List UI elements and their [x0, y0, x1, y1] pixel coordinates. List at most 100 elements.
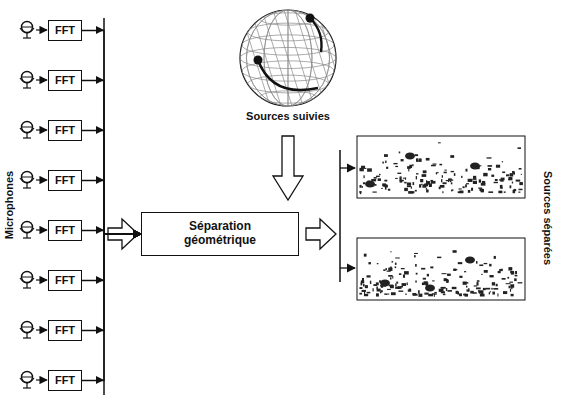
spectrogram-speck [439, 187, 441, 190]
signal-connector [82, 234, 141, 281]
spectrogram-speck [431, 165, 436, 166]
spectrogram-speck [362, 290, 366, 292]
spectrogram-speck [481, 292, 483, 294]
spectrogram-speck [402, 283, 407, 286]
microphone-icon [20, 22, 34, 39]
spectrogram-speck [395, 166, 398, 167]
spectrogram-speck [471, 188, 473, 191]
spectrogram-speck [438, 142, 441, 143]
spectrogram-speck [383, 269, 385, 271]
spectrogram-speck [402, 284, 405, 286]
spectrogram-speck [512, 182, 513, 184]
spectrogram-speck [376, 287, 378, 290]
spectrogram-speck [510, 289, 511, 292]
spectrogram-speck [510, 185, 512, 188]
microphone-icon [20, 372, 34, 389]
spectrogram-speck [519, 182, 523, 185]
axis-label: Microphones [3, 170, 15, 240]
spectrogram-speck [413, 294, 418, 296]
microphone-icon [20, 322, 34, 339]
signal-connector [82, 181, 141, 235]
spectrogram-speck [419, 158, 422, 161]
spectrogram-speck [508, 177, 512, 180]
spectrogram-speck [510, 284, 514, 287]
spectrogram-speck [490, 291, 491, 292]
spectrogram-speck [387, 271, 391, 272]
spectrogram-speck [367, 168, 372, 171]
spectrogram-speck [391, 292, 396, 295]
spectrogram-speck [395, 178, 398, 179]
spectrogram-speck [380, 290, 382, 292]
spectrogram-speck [463, 282, 467, 285]
spectrogram-speck [426, 181, 430, 184]
spectrogram-speck [407, 182, 411, 185]
spectrogram-speck [390, 285, 394, 288]
spectrogram-speck [392, 261, 394, 262]
spectrogram-speck [416, 158, 418, 161]
fft-box: FFT [48, 120, 82, 141]
spectrogram-speck [395, 266, 396, 268]
spectrogram-speck [395, 283, 396, 286]
spectrogram-speck [476, 287, 481, 289]
fft-box: FFT [48, 320, 82, 341]
spectrogram-speck [363, 175, 364, 178]
spectrogram-speck [463, 294, 466, 296]
spectrogram-speck [408, 169, 409, 172]
spectrogram-speck [509, 282, 513, 283]
spectrogram-speck [491, 175, 494, 177]
spectrogram-speck [427, 274, 429, 277]
spectrogram-speck [464, 271, 466, 272]
spectrogram-speck [423, 170, 427, 173]
signal-connector [82, 234, 141, 381]
spectrogram-speck [365, 168, 366, 169]
spectrogram-speck [426, 188, 427, 190]
box-label: FFT [55, 124, 75, 137]
microphone-icon [20, 172, 34, 189]
fft-box: FFT [48, 270, 82, 291]
mic-arrow [36, 129, 47, 130]
spectrogram-speck [514, 278, 516, 281]
spectrogram-speck [499, 269, 502, 271]
hollow-arrow [273, 136, 303, 200]
spectrogram-speck [364, 294, 368, 296]
spectrogram-speck [439, 289, 444, 292]
spectrogram-speck [361, 166, 365, 169]
spectrogram-speck [501, 269, 502, 271]
spectrogram-speck [416, 173, 418, 174]
signal-connector [82, 31, 141, 235]
spectrogram-speck [453, 250, 457, 253]
spectrogram-speck [500, 185, 502, 188]
spectrogram-speck [447, 290, 452, 292]
spectrogram-speck [419, 184, 421, 187]
spectrogram-speck [393, 163, 397, 164]
spectrogram-speck [480, 294, 485, 297]
spectrogram-speck [374, 177, 377, 179]
spectrogram-speck [516, 180, 521, 182]
spectrogram-speck [492, 282, 495, 285]
spectrogram-speck [437, 172, 438, 173]
spectrogram-speck [398, 291, 403, 292]
spectrogram-speck [388, 189, 390, 191]
spectrogram-speck [382, 162, 384, 164]
spectrogram-speck [483, 288, 486, 290]
spectrogram-speck [437, 257, 441, 258]
spectrogram-speck [441, 179, 442, 182]
spectrogram-speck [429, 184, 432, 187]
spectrogram-speck [488, 191, 493, 193]
spectrogram-speck [360, 192, 361, 195]
spectrogram-speck [512, 171, 514, 173]
fft-box: FFT [48, 370, 82, 391]
spectrogram-blob [380, 280, 390, 287]
spectrogram-speck [413, 182, 415, 185]
spectrogram-speck [451, 171, 454, 172]
spectrogram-speck [376, 176, 380, 177]
spectrogram-speck [487, 157, 492, 158]
spectrogram-speck [503, 291, 507, 294]
spectrogram-speck [515, 271, 517, 274]
spectrogram [357, 238, 525, 300]
spectrogram-speck [508, 267, 512, 270]
fft-box: FFT [48, 70, 82, 91]
spectrogram-speck [422, 283, 424, 286]
spectrogram-speck [518, 189, 522, 191]
